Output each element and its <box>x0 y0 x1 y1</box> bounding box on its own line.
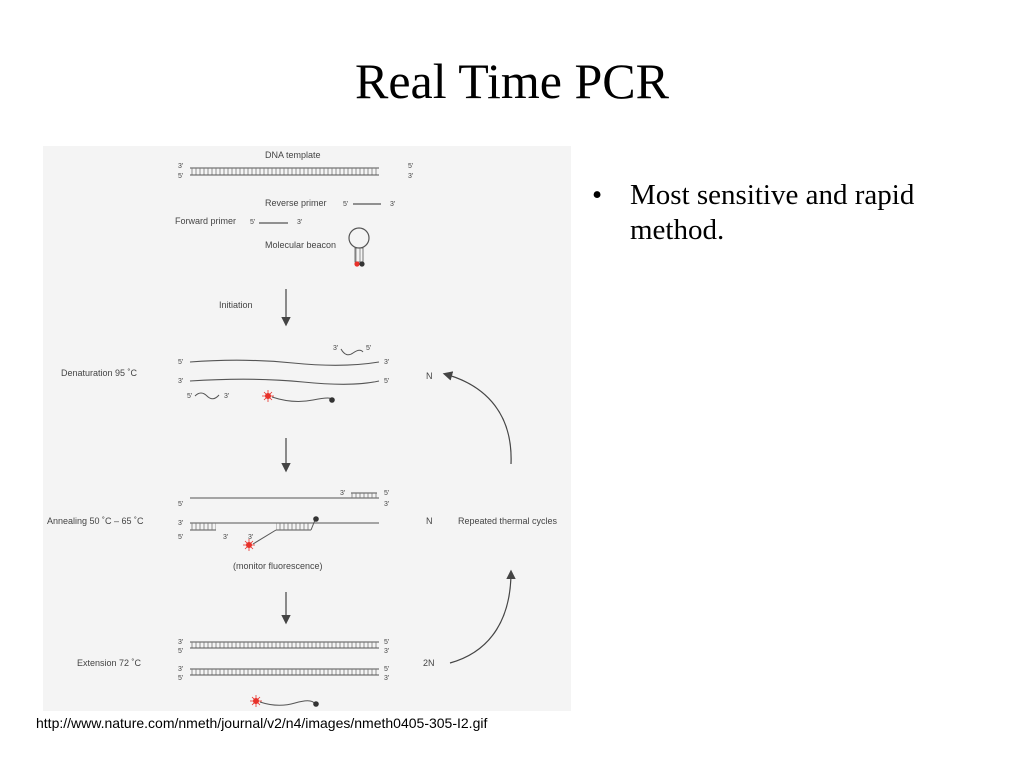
label-denaturation: Denaturation 95 ˚C <box>61 368 138 378</box>
beacon-fluor-arm <box>252 529 277 545</box>
label-dna-template: DNA template <box>265 150 321 160</box>
end-label: 3' <box>384 648 389 655</box>
fluorescing-fluorophore-icon <box>243 539 255 551</box>
free-primer-top <box>340 348 364 356</box>
forward-primer-pairs <box>190 523 216 530</box>
end-label: 5' <box>178 501 183 508</box>
diagram-background <box>43 146 571 711</box>
bullet-dot: • <box>592 179 603 211</box>
end-label: 5' <box>187 393 192 400</box>
label-annealing: Annealing 50 ˚C – 65 ˚C <box>47 516 144 526</box>
bound-primer-pairs <box>351 493 377 498</box>
label-monitor-fluorescence: (monitor fluorescence) <box>233 561 323 571</box>
label-forward-primer: Forward primer <box>175 216 236 226</box>
end-label: 3' <box>390 201 395 208</box>
label-reverse-primer: Reverse primer <box>265 198 327 208</box>
end-label: 3' <box>340 490 345 497</box>
end-label: 5' <box>384 639 389 646</box>
separated-strand-bottom <box>189 378 380 385</box>
end-label: 5' <box>366 345 371 352</box>
end-label: 3' <box>178 666 183 673</box>
end-label: 5' <box>178 648 183 655</box>
cycle-arrow-up <box>442 371 512 465</box>
released-beacon-strand <box>259 700 316 706</box>
beacon-probe-pairs <box>276 523 311 530</box>
beacon-tail <box>310 519 316 531</box>
quencher-dot <box>313 701 319 707</box>
label-initiation: Initiation <box>219 300 253 310</box>
label-count-n: N <box>426 371 433 381</box>
quencher-dot <box>313 516 319 522</box>
end-label: 3' <box>223 534 228 541</box>
end-label: 5' <box>178 534 183 541</box>
label-molecular-beacon: Molecular beacon <box>265 240 336 250</box>
pcr-diagram: DNA template 3' 5' 5' 3' Reverse primer … <box>43 146 571 711</box>
cycle-arrow-return <box>449 569 516 664</box>
end-label: 5' <box>178 173 183 180</box>
fluorescing-fluorophore-icon <box>262 390 274 402</box>
template-base-pairs <box>190 168 379 175</box>
label-count-2n: 2N <box>423 658 435 668</box>
fluorescing-fluorophore-icon <box>250 695 262 707</box>
label-repeated-cycles: Repeated thermal cycles <box>458 516 558 526</box>
separated-strand-top <box>189 359 380 366</box>
end-label: 3' <box>384 501 389 508</box>
source-url: http://www.nature.com/nmeth/journal/v2/n… <box>36 715 488 731</box>
end-label: 5' <box>408 163 413 170</box>
end-label: 5' <box>384 378 389 385</box>
end-label: 5' <box>250 219 255 226</box>
end-label: 3' <box>178 378 183 385</box>
product-2-pairs <box>190 669 379 675</box>
end-label: 5' <box>343 201 348 208</box>
end-label: 5' <box>384 666 389 673</box>
end-label: 3' <box>224 393 229 400</box>
end-label: 5' <box>178 675 183 682</box>
beacon-fluorophore <box>354 261 360 267</box>
label-count-n: N <box>426 516 433 526</box>
end-label: 3' <box>248 534 253 541</box>
end-label: 5' <box>384 490 389 497</box>
product-1-pairs <box>190 642 379 648</box>
end-label: 3' <box>178 163 183 170</box>
end-label: 3' <box>297 219 302 226</box>
end-label: 3' <box>178 520 183 527</box>
quencher-dot <box>329 397 335 403</box>
bullet-text: Most sensitive and rapid method. <box>630 179 915 246</box>
slide-title: Real Time PCR <box>355 53 669 109</box>
beacon-quencher <box>359 261 365 267</box>
end-label: 3' <box>178 639 183 646</box>
beacon-stem <box>354 247 364 263</box>
free-primer-bottom <box>194 392 220 400</box>
end-label: 3' <box>408 173 413 180</box>
end-label: 3' <box>384 675 389 682</box>
end-label: 5' <box>178 359 183 366</box>
pcr-diagram-svg: DNA template 3' 5' 5' 3' Reverse primer … <box>43 146 571 711</box>
end-label: 3' <box>384 359 389 366</box>
label-extension: Extension 72 ˚C <box>77 658 142 668</box>
end-label: 3' <box>333 345 338 352</box>
